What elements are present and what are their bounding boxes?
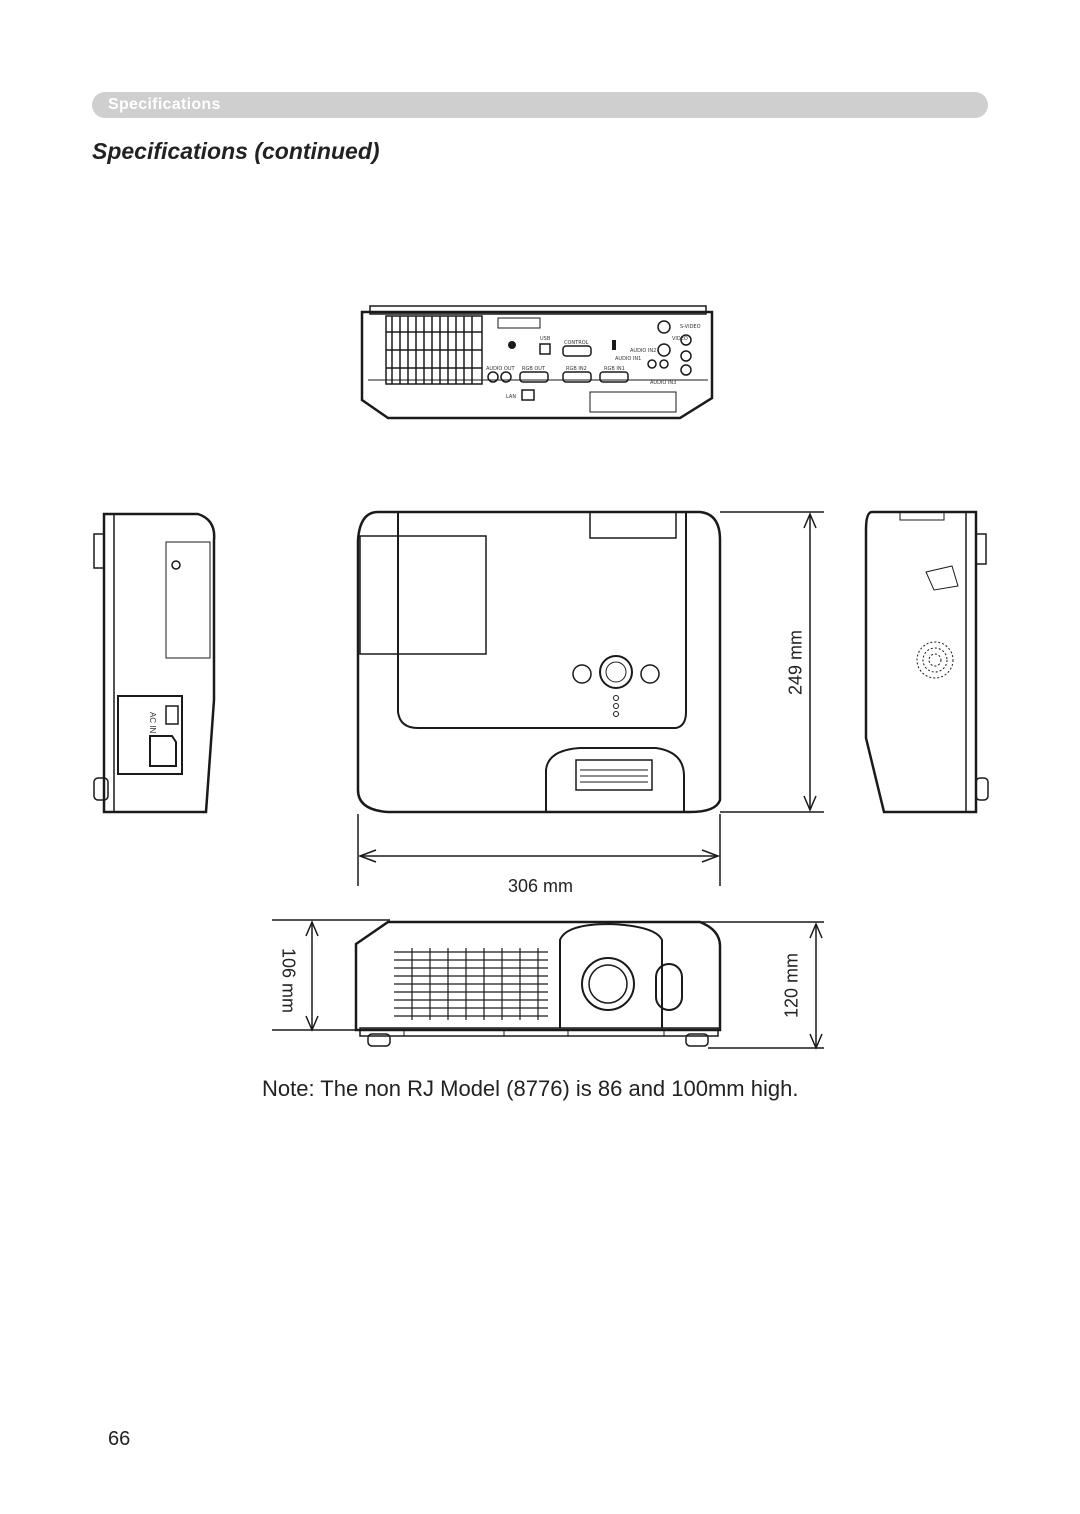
front-vent-grille bbox=[394, 948, 548, 1020]
audio-out-label: AUDIO OUT bbox=[486, 366, 516, 372]
depth-dimension-label: 249 mm bbox=[785, 629, 806, 696]
video-port-label: VIDEO bbox=[672, 336, 688, 342]
ac-in-label: AC IN bbox=[148, 712, 157, 734]
rear-view: S-VIDEO VIDEO USB CONTROL AUDIO IN1 AUDI… bbox=[360, 305, 714, 420]
front-height-dimension-label: 106 mm bbox=[278, 947, 299, 1014]
s-video-port-label: S-VIDEO bbox=[680, 324, 701, 330]
top-view bbox=[356, 510, 722, 814]
rear-height-dimension-label: 120 mm bbox=[781, 952, 802, 1019]
control-port-label: CONTROL bbox=[564, 340, 589, 346]
rgb-in2-label: RGB IN2 bbox=[566, 366, 587, 372]
rear-vent-grille bbox=[385, 315, 483, 385]
rgb-in1-label: RGB IN1 bbox=[604, 366, 625, 372]
section-header-bar: Specifications bbox=[92, 92, 988, 118]
page-title: Specifications (continued) bbox=[92, 138, 380, 164]
audio-in3-label: AUDIO IN3 bbox=[650, 380, 676, 386]
right-side-view bbox=[864, 510, 989, 814]
audio-in1-label: AUDIO IN1 bbox=[615, 356, 641, 362]
model-height-note: Note: The non RJ Model (8776) is 86 and … bbox=[262, 1076, 799, 1101]
width-dimension-label: 306 mm bbox=[508, 876, 574, 896]
left-side-view: AC IN bbox=[93, 512, 216, 814]
section-label: Specifications bbox=[108, 96, 221, 113]
front-view bbox=[354, 920, 722, 1047]
rgb-out-label: RGB OUT bbox=[522, 366, 546, 372]
audio-in2-label: AUDIO IN2 bbox=[630, 348, 656, 354]
dimension-lines bbox=[272, 511, 824, 1050]
lan-port-label: LAN bbox=[506, 394, 516, 400]
usb-port-label: USB bbox=[540, 336, 551, 342]
page-number: 66 bbox=[108, 1428, 131, 1450]
